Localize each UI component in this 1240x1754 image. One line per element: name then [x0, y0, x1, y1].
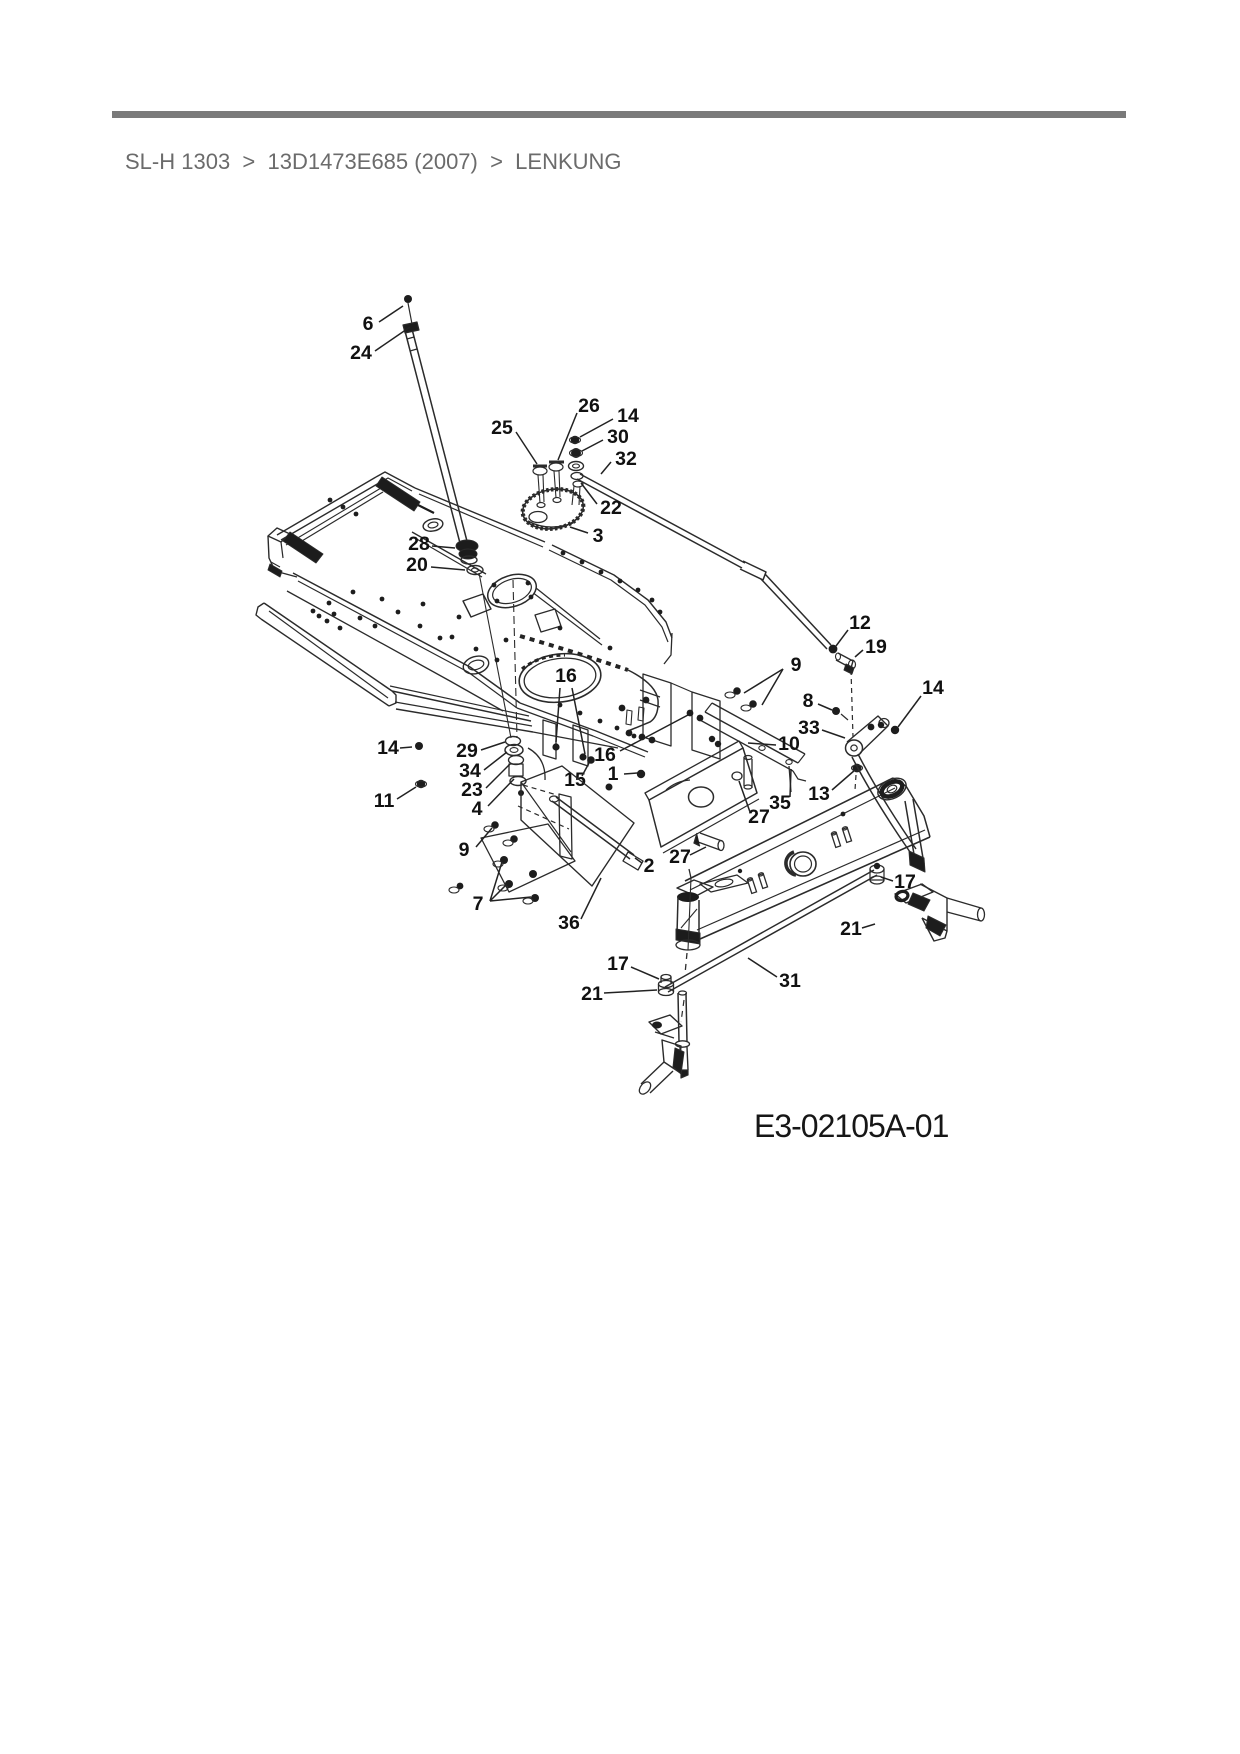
svg-text:28: 28 [408, 533, 430, 555]
svg-text:23: 23 [461, 779, 483, 801]
svg-text:27: 27 [748, 806, 770, 828]
svg-text:22: 22 [600, 497, 622, 519]
svg-text:12: 12 [849, 612, 871, 634]
svg-text:24: 24 [350, 342, 372, 364]
svg-text:20: 20 [406, 554, 428, 576]
svg-text:13: 13 [808, 783, 830, 805]
svg-text:15: 15 [564, 769, 586, 791]
svg-text:16: 16 [594, 744, 616, 766]
svg-text:31: 31 [779, 970, 801, 992]
svg-text:21: 21 [840, 918, 862, 940]
svg-text:9: 9 [791, 654, 802, 676]
svg-text:35: 35 [769, 792, 791, 814]
svg-text:14: 14 [377, 737, 399, 759]
svg-text:14: 14 [922, 677, 944, 699]
svg-text:16: 16 [555, 665, 577, 687]
svg-text:33: 33 [798, 717, 820, 739]
svg-text:E3-02105A-01: E3-02105A-01 [754, 1108, 949, 1144]
svg-text:1: 1 [608, 763, 619, 785]
svg-text:6: 6 [363, 313, 374, 335]
svg-text:32: 32 [615, 448, 637, 470]
svg-text:30: 30 [607, 426, 629, 448]
svg-text:34: 34 [459, 760, 481, 782]
svg-text:17: 17 [894, 871, 916, 893]
svg-text:14: 14 [617, 405, 639, 427]
svg-text:21: 21 [581, 983, 603, 1005]
svg-text:25: 25 [491, 417, 513, 439]
svg-text:17: 17 [607, 953, 629, 975]
svg-text:2: 2 [644, 855, 655, 877]
svg-text:7: 7 [473, 893, 484, 915]
svg-text:29: 29 [456, 740, 478, 762]
svg-text:27: 27 [669, 846, 691, 868]
svg-text:3: 3 [593, 525, 604, 547]
svg-text:19: 19 [865, 636, 887, 658]
svg-text:9: 9 [459, 839, 470, 861]
svg-text:8: 8 [803, 690, 814, 712]
svg-text:10: 10 [778, 733, 800, 755]
svg-text:36: 36 [558, 912, 580, 934]
svg-text:11: 11 [374, 790, 395, 812]
svg-text:4: 4 [472, 798, 483, 820]
svg-text:26: 26 [578, 395, 600, 417]
